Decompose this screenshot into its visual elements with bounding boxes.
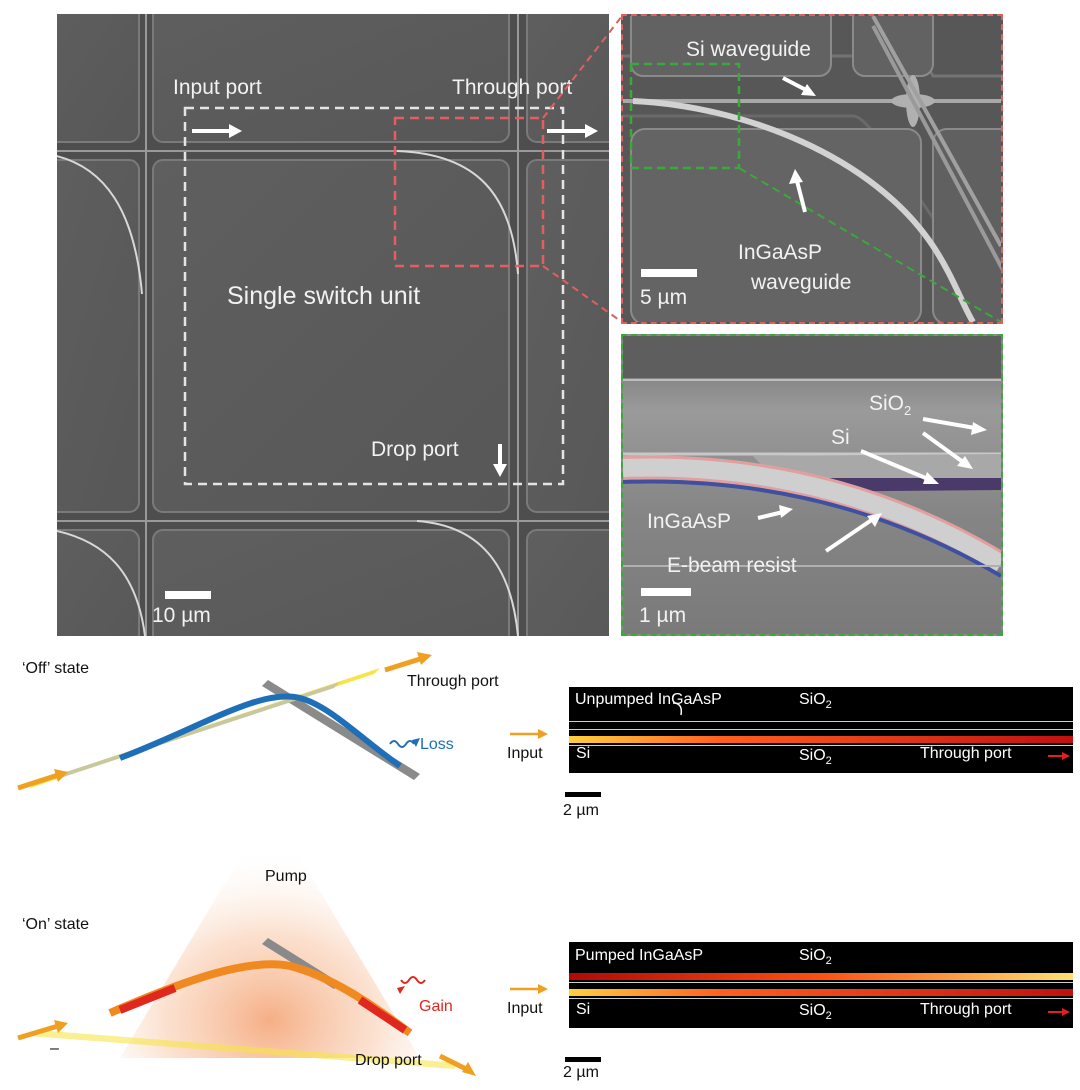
off-state-device-drawing bbox=[17, 652, 432, 791]
ingaasp-label: InGaAsP bbox=[647, 510, 732, 533]
sem-zoom-bottom-panel: SiO2 Si InGaAsP E-beam resist 1 µm bbox=[621, 334, 1003, 636]
on-state-schematic: Pump ‘On’ state Gain Drop port – bbox=[0, 808, 520, 1090]
sim-on-panel: Input Pumped InGaAsP SiO2 Si SiO2 Throug… bbox=[503, 940, 1078, 1085]
sim-on-sio2-bottom: SiO2 bbox=[799, 1002, 832, 1023]
sim-on-pumped-mode bbox=[569, 973, 1073, 980]
sim-on-input-label: Input bbox=[507, 1000, 543, 1017]
sim-off-field bbox=[569, 687, 1073, 773]
input-port-label: Input port bbox=[173, 76, 262, 99]
scale-bar-label: 1 µm bbox=[639, 604, 687, 627]
si-label: Si bbox=[831, 426, 850, 449]
ebeam-resist-label: E-beam resist bbox=[667, 554, 797, 577]
sim-on-top-label: Pumped InGaAsP bbox=[575, 947, 704, 964]
sem-zoom-top-image bbox=[623, 16, 1001, 322]
sim-off-sio2-bottom: SiO2 bbox=[799, 747, 832, 768]
sem-overview-panel: Input port Through port Single switch un… bbox=[57, 14, 609, 636]
sim-on-sio2-top: SiO2 bbox=[799, 947, 832, 968]
sim-off-top-label: Unpumped InGaAsP bbox=[575, 691, 722, 708]
sim-off-sio2-top: SiO2 bbox=[799, 691, 832, 712]
stray-dash: – bbox=[50, 1040, 59, 1057]
sim-off-through-port-label: Through port bbox=[920, 745, 1012, 762]
sim-off-panel: Input Unpumped InGaAsP SiO2 Si SiO2 Thro… bbox=[503, 685, 1078, 825]
sim-on-scale-label: 2 µm bbox=[563, 1064, 599, 1081]
pump-label: Pump bbox=[265, 868, 307, 885]
sim-off-scale-bar bbox=[565, 792, 601, 797]
sim-off-si-label: Si bbox=[576, 745, 591, 762]
scale-bar-label: 10 µm bbox=[152, 604, 211, 627]
off-state-schematic: ‘Off’ state Through port Loss bbox=[0, 648, 520, 808]
sem-zoom-bottom-image bbox=[623, 336, 1001, 634]
ingaasp-waveguide-label-2: waveguide bbox=[751, 271, 852, 294]
sim-off-upper-line bbox=[569, 721, 1073, 722]
zoom-region-box bbox=[393, 116, 545, 268]
sim-on-si-label: Si bbox=[576, 1001, 591, 1018]
on-state-device-drawing bbox=[17, 808, 476, 1076]
sem-overview-image bbox=[57, 14, 609, 636]
loss-label: Loss bbox=[420, 736, 454, 753]
sim-on-input-arrow bbox=[510, 984, 548, 994]
scale-bar-label: 5 µm bbox=[640, 286, 688, 309]
sim-on-upper-line bbox=[569, 982, 1073, 983]
on-state-title: ‘On’ state bbox=[22, 916, 89, 933]
sem-zoom-top-panel: Si waveguide InGaAsP waveguide 5 µm bbox=[621, 14, 1003, 324]
off-through-port-label: Through port bbox=[407, 673, 499, 690]
sim-off-si-line bbox=[569, 745, 1073, 746]
sim-off-lower-line bbox=[569, 729, 1073, 730]
sim-on-field bbox=[569, 942, 1073, 1028]
sim-on-si-line bbox=[569, 998, 1073, 999]
single-switch-unit-label: Single switch unit bbox=[227, 282, 421, 310]
sim-on-scale-bar bbox=[565, 1057, 601, 1062]
sim-off-pointer-arrows bbox=[672, 702, 683, 716]
sim-off-through-arrow bbox=[1048, 752, 1070, 760]
sim-on-through-arrow bbox=[1048, 1008, 1070, 1016]
sim-on-si-mode bbox=[569, 989, 1073, 996]
sim-off-input-arrow bbox=[510, 729, 548, 739]
si-waveguide-label: Si waveguide bbox=[686, 38, 811, 61]
on-drop-port-label: Drop port bbox=[355, 1052, 422, 1069]
off-state-title: ‘Off’ state bbox=[22, 660, 89, 677]
sim-off-light-mode bbox=[569, 736, 1073, 743]
ingaasp-waveguide-label-1: InGaAsP bbox=[738, 241, 823, 264]
sio2-label: SiO2 bbox=[869, 392, 912, 419]
through-port-label: Through port bbox=[452, 76, 573, 99]
gain-label: Gain bbox=[419, 998, 453, 1015]
sim-off-scale-label: 2 µm bbox=[563, 802, 599, 819]
sim-off-input-label: Input bbox=[507, 745, 543, 762]
single-switch-unit-box bbox=[183, 106, 565, 486]
drop-port-label: Drop port bbox=[371, 438, 459, 461]
sim-on-through-port-label: Through port bbox=[920, 1001, 1012, 1018]
